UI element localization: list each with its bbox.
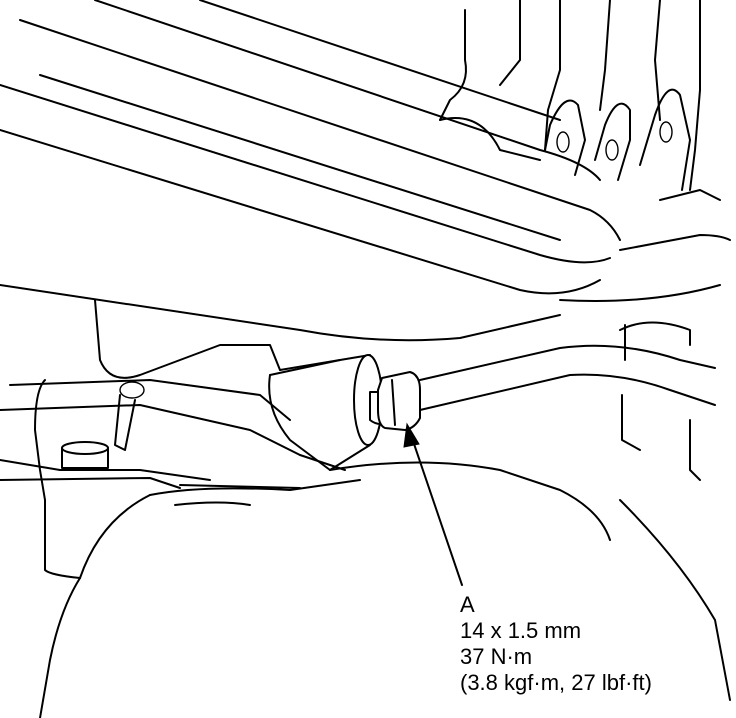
left-mount xyxy=(0,299,301,579)
upper-frame-rails xyxy=(0,0,621,342)
callout-label: A 14 x 1.5 mm 37 N·m (3.8 kgf·m, 27 lbf·… xyxy=(460,592,652,696)
fitting-body xyxy=(268,354,383,471)
upper-bracket xyxy=(439,0,731,302)
callout-letter: A xyxy=(460,592,475,617)
callout-leader xyxy=(403,422,463,586)
torque-spec: 37 N·m xyxy=(460,644,533,669)
thread-size-spec: 14 x 1.5 mm xyxy=(460,618,582,643)
flare-nut-assembly xyxy=(369,321,716,481)
torque-alt-spec: (3.8 kgf·m, 27 lbf·ft) xyxy=(460,670,652,695)
lower-housing xyxy=(39,461,731,718)
